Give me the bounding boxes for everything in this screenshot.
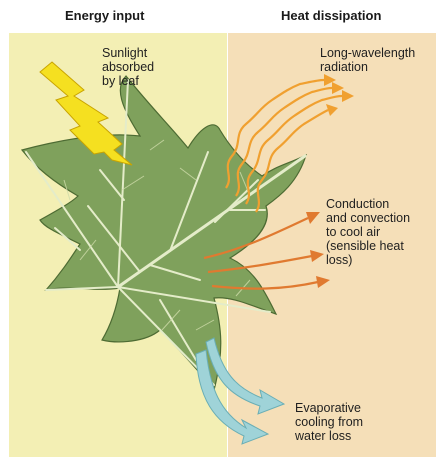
leaf-body — [22, 76, 306, 390]
leaf — [22, 76, 306, 390]
sunlight-label: Sunlight absorbed by leaf — [102, 46, 154, 88]
evaporative-arrows — [196, 338, 284, 444]
radiation-arrowheads — [324, 74, 354, 116]
conduction-label: Conduction and convection to cool air (s… — [326, 197, 410, 267]
radiation-label: Long-wavelength radiation — [320, 46, 415, 74]
evaporative-label: Evaporative cooling from water loss — [295, 401, 363, 443]
